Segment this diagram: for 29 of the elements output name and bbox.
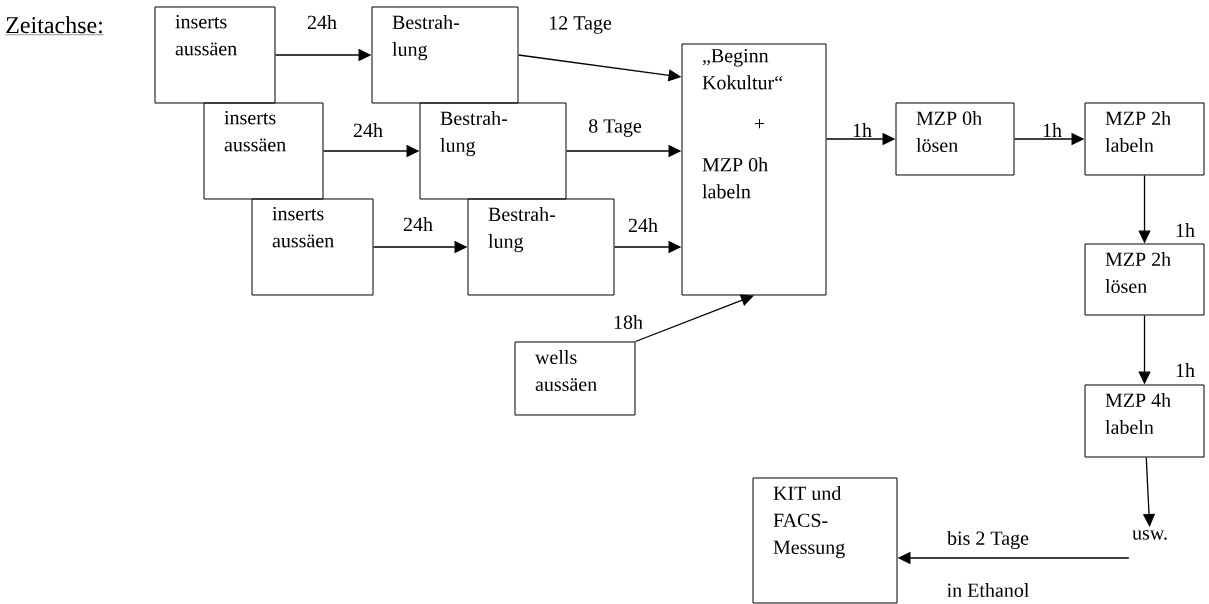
process-box: „Beginn Kokultur“ + MZP 0h labeln bbox=[681, 43, 827, 296]
edge-label: 1h bbox=[1176, 363, 1195, 377]
title: Zeitachse: bbox=[5, 16, 105, 35]
process-box: KIT und FACS- Messung bbox=[752, 477, 898, 604]
edge-label: 24h bbox=[628, 218, 658, 232]
process-box: MZP 0h lösen bbox=[895, 102, 1015, 176]
edge-label: 24h bbox=[353, 123, 383, 137]
process-box: inserts aussäen bbox=[251, 198, 374, 296]
process-box: wells aussäen bbox=[514, 341, 636, 416]
note-text: in Ethanol bbox=[947, 582, 1029, 597]
edge-label: 24h bbox=[307, 15, 337, 29]
edge-label: 18h bbox=[614, 314, 643, 329]
process-box: MZP 2h lösen bbox=[1084, 243, 1205, 316]
edge-label: 1h bbox=[1176, 223, 1195, 237]
process-box: Bestrah- lung bbox=[467, 198, 615, 296]
arrow bbox=[634, 294, 754, 343]
edge-label: bis 2 Tage bbox=[947, 530, 1029, 550]
process-box: Bestrah- lung bbox=[371, 6, 519, 104]
note-text: usw. bbox=[1132, 530, 1167, 540]
edge-label: 12 Tage bbox=[550, 16, 612, 34]
process-box: MZP 2h labeln bbox=[1084, 102, 1205, 176]
process-box: Bestrah- lung bbox=[419, 102, 567, 200]
process-box: MZP 4h labeln bbox=[1084, 384, 1205, 458]
process-box: inserts aussäen bbox=[203, 102, 324, 200]
edge-label: 8 Tage bbox=[589, 119, 642, 137]
edge-label: 1h bbox=[853, 123, 872, 137]
edge-label: 1h bbox=[1043, 123, 1062, 137]
edge-label: 24h bbox=[403, 217, 433, 231]
process-box: inserts aussäen bbox=[154, 6, 276, 104]
